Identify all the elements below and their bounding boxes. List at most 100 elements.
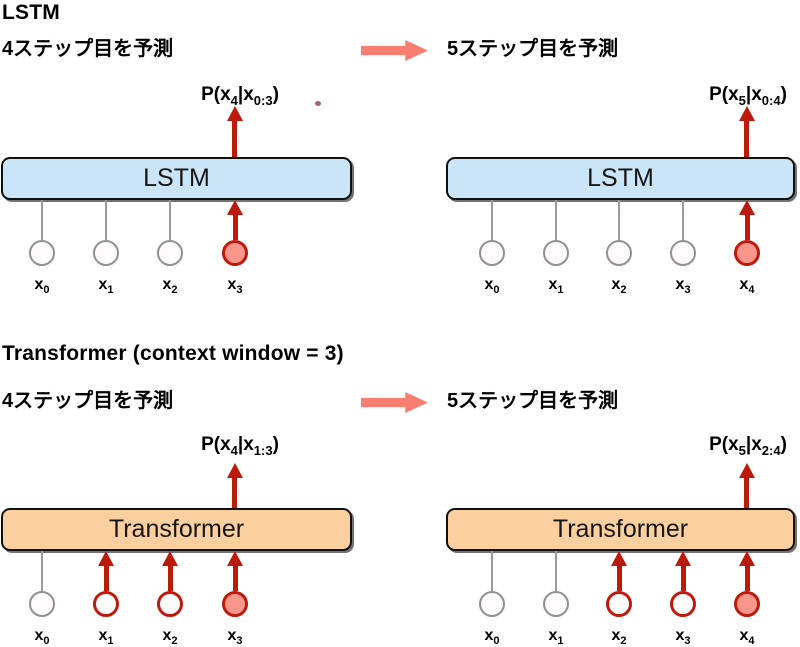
output-arrow-line bbox=[232, 477, 237, 508]
arrow-right-icon bbox=[361, 40, 428, 61]
input-label: x0 bbox=[34, 627, 50, 647]
input-arrow-line bbox=[617, 564, 622, 591]
input-label: x1 bbox=[548, 627, 564, 647]
input-connector-line bbox=[618, 200, 620, 240]
p-label-sub: 0:3 bbox=[253, 92, 273, 108]
input-connector-line bbox=[555, 200, 557, 240]
output-arrow-line bbox=[744, 477, 749, 508]
p-label-part: ) bbox=[780, 434, 787, 455]
input-arrow-head bbox=[98, 551, 114, 566]
input-label: x4 bbox=[739, 276, 755, 297]
input-node-x0 bbox=[479, 591, 505, 617]
p-label-part: |x bbox=[237, 434, 254, 455]
input-arrow-line bbox=[233, 564, 238, 591]
input-connector-line bbox=[555, 551, 557, 591]
input-label: x3 bbox=[675, 627, 691, 647]
input-node-x0 bbox=[29, 240, 55, 266]
transformer-box: Transformer bbox=[446, 508, 795, 551]
transformer-right-step-label: 5ステップ目を予測 bbox=[447, 390, 619, 412]
model-box-label: Transformer bbox=[552, 515, 689, 543]
arrow-right-icon bbox=[361, 392, 428, 413]
model-box-label: LSTM bbox=[587, 164, 654, 192]
p-label-part: |x bbox=[237, 84, 254, 105]
output-distribution-label: P(x5|x0:4) bbox=[694, 84, 800, 108]
p-label-sub: 5 bbox=[738, 92, 746, 108]
input-label: x2 bbox=[162, 276, 178, 297]
input-node-x3 bbox=[670, 591, 696, 617]
p-label-part: P(x bbox=[709, 84, 739, 105]
p-label-part: P(x bbox=[709, 434, 739, 455]
input-arrow-line bbox=[745, 213, 750, 240]
input-connector-line bbox=[491, 551, 493, 591]
input-node-x4 bbox=[734, 591, 760, 617]
input-connector-line bbox=[41, 551, 43, 591]
input-node-x1 bbox=[93, 240, 119, 266]
p-label-sub: 4 bbox=[230, 442, 238, 458]
input-node-x3 bbox=[222, 240, 248, 266]
model-box-label: Transformer bbox=[108, 515, 245, 543]
input-node-x0 bbox=[29, 591, 55, 617]
input-node-x2 bbox=[606, 591, 632, 617]
input-label: x2 bbox=[162, 627, 178, 647]
output-arrow-head bbox=[227, 106, 243, 121]
transformer-left-step-label: 4ステップ目を予測 bbox=[2, 390, 174, 412]
input-label: x1 bbox=[98, 276, 114, 297]
input-node-x4 bbox=[734, 240, 760, 266]
p-label-sub: 4 bbox=[230, 92, 238, 108]
input-arrow-head bbox=[611, 551, 627, 566]
p-label-sub: 2:4 bbox=[761, 442, 781, 458]
input-arrow-head bbox=[739, 551, 755, 566]
input-label: x4 bbox=[739, 627, 755, 647]
input-connector-line bbox=[169, 200, 171, 240]
p-label-sub: 1:3 bbox=[253, 442, 273, 458]
input-arrow-head bbox=[675, 551, 691, 566]
transformer-section-title: Transformer (context window = 3) bbox=[2, 342, 344, 365]
p-label-part: |x bbox=[745, 434, 762, 455]
input-arrow-head bbox=[227, 200, 243, 215]
input-label: x0 bbox=[484, 276, 500, 297]
p-label-part: |x bbox=[745, 84, 762, 105]
input-label: x3 bbox=[227, 627, 243, 647]
output-arrow-line bbox=[744, 120, 749, 158]
lstm-box: LSTM bbox=[446, 157, 795, 200]
output-distribution-label: P(x4|x1:3) bbox=[185, 434, 295, 458]
input-arrow-line bbox=[104, 564, 109, 591]
input-connector-line bbox=[105, 200, 107, 240]
p-label-part: P(x bbox=[201, 84, 231, 105]
input-connector-line bbox=[682, 200, 684, 240]
input-arrow-head bbox=[227, 551, 243, 566]
input-label: x0 bbox=[484, 627, 500, 647]
output-arrow-head bbox=[739, 463, 755, 478]
p-label-part: ) bbox=[780, 84, 787, 105]
input-label: x2 bbox=[611, 276, 627, 297]
output-arrow-line bbox=[232, 120, 237, 158]
input-node-x1 bbox=[543, 591, 569, 617]
stray-mark bbox=[315, 101, 321, 106]
output-arrow-head bbox=[227, 463, 243, 478]
input-arrow-line bbox=[168, 564, 173, 591]
input-node-x2 bbox=[606, 240, 632, 266]
input-label: x0 bbox=[34, 276, 50, 297]
input-node-x2 bbox=[157, 591, 183, 617]
output-distribution-label: P(x4|x0:3) bbox=[185, 84, 295, 108]
input-arrow-head bbox=[739, 200, 755, 215]
lstm-right-step-label: 5ステップ目を予測 bbox=[447, 38, 619, 60]
p-label-part: ) bbox=[272, 434, 279, 455]
lstm-section-title: LSTM bbox=[2, 1, 60, 24]
transformer-box: Transformer bbox=[1, 508, 352, 551]
p-label-sub: 5 bbox=[738, 442, 746, 458]
input-label: x2 bbox=[611, 627, 627, 647]
input-arrow-head bbox=[162, 551, 178, 566]
input-arrow-line bbox=[745, 564, 750, 591]
input-node-x0 bbox=[479, 240, 505, 266]
input-label: x3 bbox=[675, 276, 691, 297]
output-arrow-head bbox=[739, 106, 755, 121]
lstm-left-step-label: 4ステップ目を予測 bbox=[2, 38, 174, 60]
input-label: x3 bbox=[227, 276, 243, 297]
input-connector-line bbox=[491, 200, 493, 240]
input-arrow-line bbox=[233, 213, 238, 240]
p-label-part: ) bbox=[272, 84, 279, 105]
lstm-box: LSTM bbox=[1, 157, 352, 200]
input-arrow-line bbox=[681, 564, 686, 591]
